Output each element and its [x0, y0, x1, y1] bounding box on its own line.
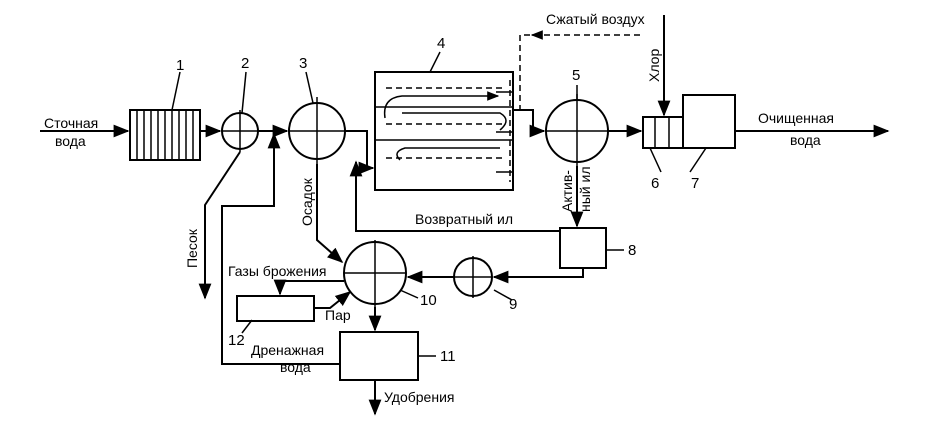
wastewater-label-2: вода [55, 133, 86, 149]
sediment-line [316, 164, 344, 264]
chlorine-mixer-unit-6 [642, 116, 684, 149]
unit-number-3: 3 [299, 55, 307, 72]
sludge-pump-unit-8 [559, 227, 607, 269]
unit-number-10: 10 [420, 292, 437, 309]
sand-label: Песок [184, 228, 200, 268]
drainage-line [221, 132, 340, 365]
thickener-unit-9 [453, 256, 493, 298]
return-sludge-label: Возвратный ил [415, 211, 513, 227]
leader-lines [171, 51, 707, 357]
primary-settler-unit-3 [288, 97, 346, 164]
unit-number-12: 12 [228, 332, 245, 349]
fertilizer-label: Удобрения [384, 389, 454, 405]
compressed-air-label: Сжатый воздух [546, 11, 645, 27]
aeration-tank-unit-4 [374, 71, 514, 191]
unit-number-4: 4 [437, 35, 445, 52]
sediment-label: Осадок [299, 177, 315, 226]
unit-number-11: 11 [440, 348, 456, 365]
unit-number-6: 6 [651, 175, 659, 192]
unit-number-9: 9 [509, 296, 517, 313]
drying-bed-unit-11 [339, 331, 419, 381]
unit-number-1: 1 [176, 57, 184, 74]
drainage-label-1: Дренажная [251, 342, 324, 358]
return-sludge-line [349, 160, 560, 232]
steam-label: Пар [325, 307, 351, 323]
digester-unit-10 [343, 240, 407, 307]
fermentation-gases-label: Газы брожения [228, 263, 327, 279]
main-flow-lines [40, 109, 890, 175]
contact-tank-unit-7 [682, 94, 736, 149]
treated-water-label-1: Очищенная [758, 110, 834, 126]
secondary-settler-unit-5 [545, 94, 609, 166]
chlorine-label: Хлор [646, 49, 662, 82]
air-line [519, 34, 640, 110]
steam-line [314, 291, 352, 309]
wastewater-label-1: Сточная [44, 115, 98, 131]
active-sludge-label-1: Актив- [559, 170, 575, 212]
unit-number-2: 2 [241, 55, 249, 72]
active-sludge-label-2: ный ил [577, 167, 593, 213]
unit-number-5: 5 [572, 67, 580, 84]
treated-water-label-2: вода [790, 132, 821, 148]
sand-trap-unit-2 [221, 110, 259, 152]
pump-to-thickener-line [492, 268, 584, 284]
screen-grid-unit-1 [129, 109, 201, 161]
sand-line [198, 151, 241, 300]
gas-line [273, 279, 344, 296]
unit-number-8: 8 [628, 242, 636, 259]
drainage-label-2: вода [280, 359, 311, 375]
unit-number-7: 7 [691, 175, 699, 192]
boiler-unit-12 [236, 295, 315, 322]
